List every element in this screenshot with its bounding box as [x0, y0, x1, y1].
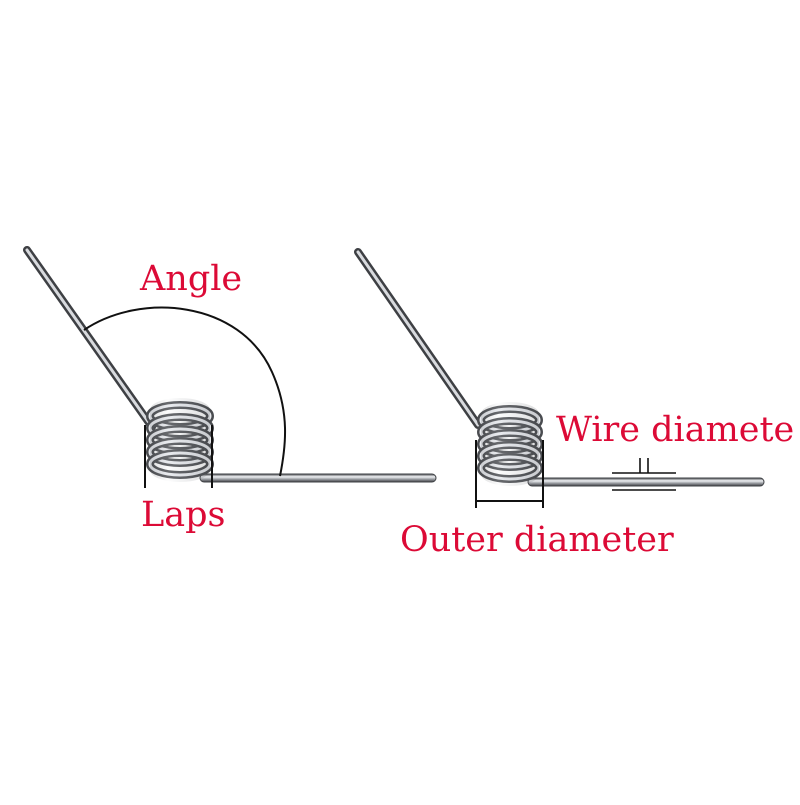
outer-diameter-callout — [475, 440, 544, 508]
left-spring — [23, 246, 437, 488]
right-spring-coil — [477, 402, 543, 486]
laps-label: Laps — [141, 495, 226, 535]
outer-diameter-label: Outer diameter — [400, 520, 674, 560]
right-spring — [354, 248, 765, 508]
angle-label: Angle — [140, 259, 243, 299]
left-spring-diagonal-leg-highlight — [25, 248, 154, 429]
angle-arc-line — [83, 306, 287, 477]
right-spring-diagonal-leg-highlight — [356, 250, 480, 427]
wire-diameter-callout — [612, 458, 676, 491]
left-spring-horizontal-leg — [199, 473, 437, 483]
right-spring-horizontal-leg — [527, 477, 765, 487]
left-spring-coil — [146, 398, 214, 482]
wire-diameter-label: Wire diamete — [556, 410, 795, 450]
